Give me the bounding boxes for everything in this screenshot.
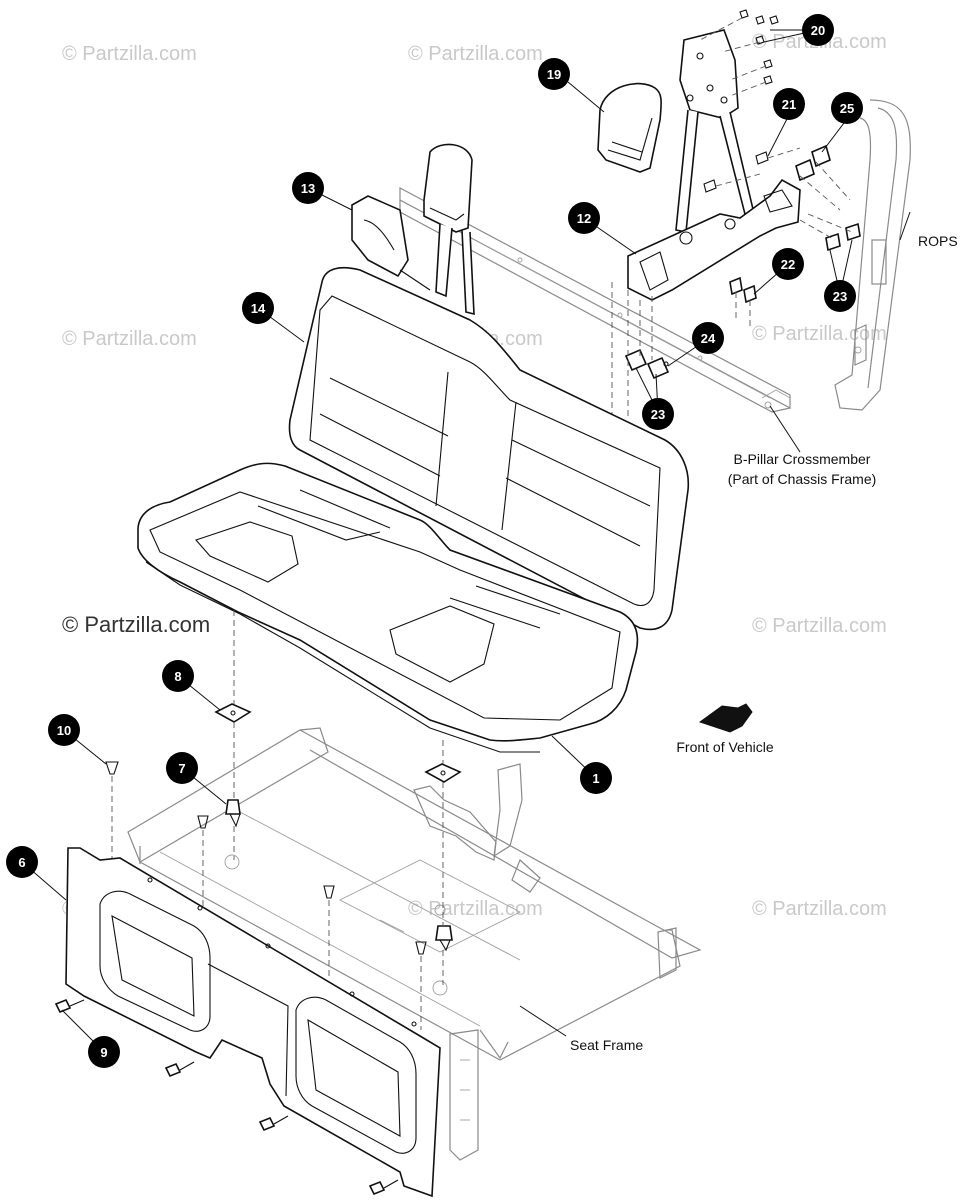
callout-number: 9 (100, 1045, 107, 1060)
watermark: © Partzilla.com (752, 615, 887, 637)
headrest-bracket-assembly (597, 9, 861, 420)
front-headrest-assembly (351, 143, 475, 316)
rops-tube (834, 99, 911, 411)
label-b-pillar-line2: (Part of Chassis Frame) (728, 471, 877, 487)
front-panel (54, 847, 441, 1198)
callout-marker (166, 752, 198, 784)
callout-12: 12 (568, 202, 600, 234)
callout-number: 13 (301, 181, 315, 196)
callouts: 1 6 7 8 9 10 12 13 (6, 14, 863, 1068)
callout-number: 25 (840, 101, 854, 116)
watermark-bold: © Partzilla.com (62, 612, 210, 637)
callout-marker (772, 248, 804, 280)
callout-13: 13 (292, 172, 324, 204)
callout-marker (242, 292, 274, 324)
callout-number: 12 (577, 211, 591, 226)
text-labels: ROPS B-Pillar Crossmember (Part of Chass… (570, 233, 958, 1053)
callout-marker (568, 202, 600, 234)
callout-marker (802, 14, 834, 46)
callout-6: 6 (6, 846, 38, 878)
callout-number: 19 (547, 67, 561, 82)
callout-marker (580, 762, 612, 794)
front-of-vehicle-arrow-icon (698, 703, 753, 733)
callout-number: 23 (833, 289, 847, 304)
label-seat-frame: Seat Frame (570, 1037, 643, 1053)
watermark: © Partzilla.com (62, 43, 197, 65)
watermark: © Partzilla.com (408, 898, 543, 920)
callout-10: 10 (48, 714, 80, 746)
callout-marker (88, 1036, 120, 1068)
callout-marker (692, 322, 724, 354)
callout-marker (824, 280, 856, 312)
callout-marker (162, 660, 194, 692)
callout-20: 20 (802, 14, 834, 46)
watermark: © Partzilla.com (62, 328, 197, 350)
callout-number: 20 (811, 23, 825, 38)
callout-7: 7 (166, 752, 198, 784)
seat-frame (127, 727, 702, 1161)
callout-19: 19 (538, 58, 570, 90)
callout-9: 9 (88, 1036, 120, 1068)
callout-marker (773, 88, 805, 120)
callout-number: 10 (57, 723, 71, 738)
callout-number: 24 (701, 331, 716, 346)
watermark: © Partzilla.com (752, 323, 887, 345)
callout-24: 24 (692, 322, 724, 354)
callout-8: 8 (162, 660, 194, 692)
callout-25: 25 (831, 92, 863, 124)
label-front-of-vehicle: Front of Vehicle (676, 739, 773, 755)
label-rops: ROPS (918, 233, 958, 249)
callout-number: 22 (781, 257, 795, 272)
callout-marker (292, 172, 324, 204)
callout-marker (642, 398, 674, 430)
callout-number: 7 (178, 761, 185, 776)
callout-marker (6, 846, 38, 878)
callout-number: 14 (251, 301, 266, 316)
b-pillar-crossmember (399, 187, 791, 413)
callout-number: 1 (592, 771, 599, 786)
callout-number: 6 (18, 855, 25, 870)
callout-marker (48, 714, 80, 746)
callout-23-lower: 23 (642, 398, 674, 430)
callout-21: 21 (773, 88, 805, 120)
callout-marker (831, 92, 863, 124)
callout-number: 23 (651, 407, 665, 422)
label-b-pillar-line1: B-Pillar Crossmember (734, 451, 871, 467)
callout-number: 8 (174, 669, 181, 684)
callout-14: 14 (242, 292, 274, 324)
callout-22: 22 (772, 248, 804, 280)
seat-mounts (105, 610, 462, 1030)
callout-23-upper: 23 (824, 280, 856, 312)
callout-1: 1 (580, 762, 612, 794)
seat-base (137, 462, 639, 753)
callout-number: 21 (782, 97, 796, 112)
watermark: © Partzilla.com (752, 898, 887, 920)
watermark: © Partzilla.com (408, 43, 543, 65)
seat-back (288, 266, 690, 631)
callout-marker (538, 58, 570, 90)
